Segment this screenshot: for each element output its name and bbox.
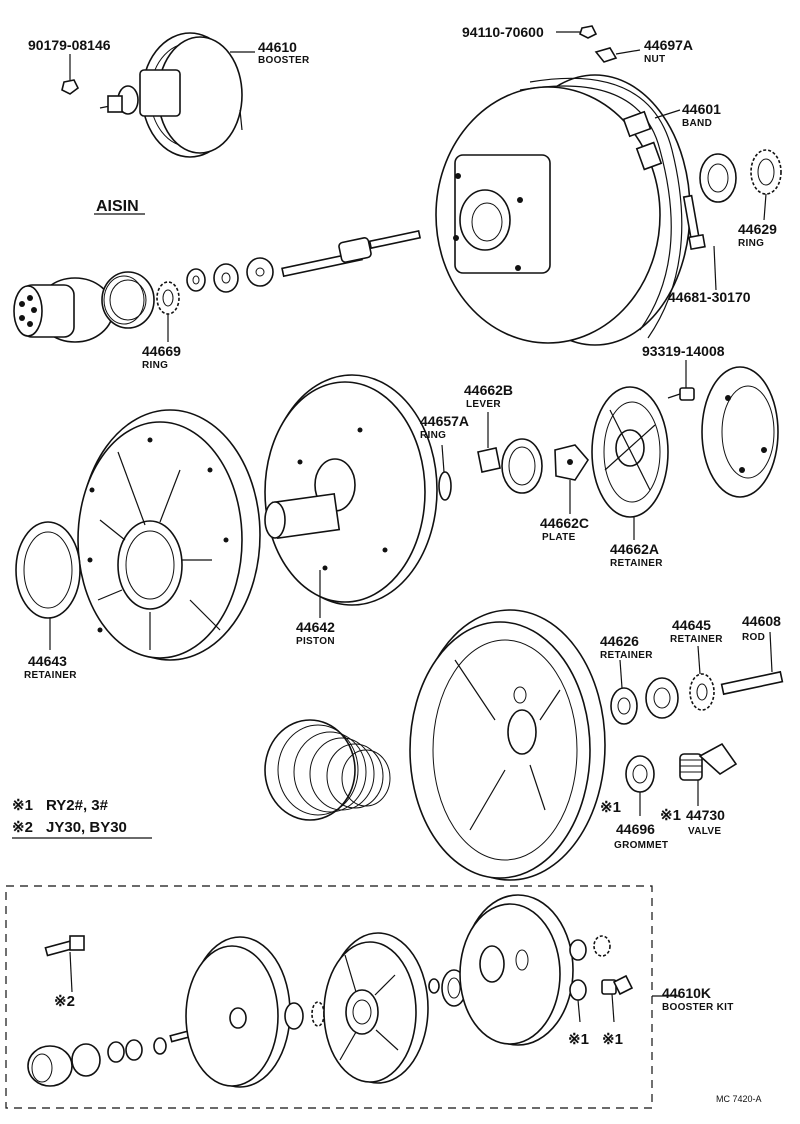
part-number-44696: 44696 xyxy=(616,821,655,837)
spring-illustration xyxy=(264,719,391,821)
kit-diaphragm-illustration xyxy=(323,932,429,1084)
valve-mark: ※1 xyxy=(660,807,681,824)
grommet-mark: ※1 xyxy=(600,799,621,816)
part-number-44697A: 44697A xyxy=(644,37,693,53)
part-name-nut: NUT xyxy=(644,54,665,65)
part-name-ring-44657A: RING xyxy=(420,430,446,441)
part-number-44669: 44669 xyxy=(142,343,181,359)
part-number-44645: 44645 xyxy=(672,617,711,633)
part-number-44610K: 44610K xyxy=(662,985,711,1001)
kit-mark-1b: ※1 xyxy=(602,1031,623,1048)
part-number-90179: 90179-08146 xyxy=(28,37,111,53)
part-name-rod: ROD xyxy=(742,632,765,643)
diagram-code: MC 7420-A xyxy=(716,1094,762,1104)
part-name-grommet: GROMMET xyxy=(614,840,668,851)
part-name-retainer-44645: RETAINER xyxy=(670,634,723,645)
retainer-44643-illustration xyxy=(15,521,81,650)
grommet-44696-illustration xyxy=(625,755,655,816)
part-number-44626: 44626 xyxy=(600,633,639,649)
part-number-44608: 44608 xyxy=(742,613,781,629)
part-number-44629: 44629 xyxy=(738,221,777,237)
nut-44697A-illustration xyxy=(594,47,641,63)
rod-44608-illustration xyxy=(720,631,784,696)
kit-mark-1a: ※1 xyxy=(568,1031,589,1048)
part-name-band: BAND xyxy=(682,118,712,129)
bolt-93319-illustration xyxy=(667,360,695,401)
note-2-text: JY30, BY30 xyxy=(46,819,127,836)
leader-44601 xyxy=(654,109,681,119)
part-number-44681: 44681-30170 xyxy=(668,289,751,305)
part-name-piston: PISTON xyxy=(296,636,335,647)
bolt-44681-illustration xyxy=(682,194,717,291)
rear-shell-illustration xyxy=(409,609,606,881)
kit-seals-illustration xyxy=(569,935,634,1023)
kit-mark-2: ※2 xyxy=(54,993,75,1010)
push-rod-illustration xyxy=(281,229,422,278)
brand-label: AISIN xyxy=(96,198,139,215)
seal-44626-illustration xyxy=(645,677,679,719)
retainer-44645-illustration xyxy=(689,645,715,711)
ring-44629-illustration xyxy=(699,149,782,221)
part-name-lever: LEVER xyxy=(466,399,501,410)
valve-body-illustration xyxy=(13,277,114,343)
part-name-retainer-44643: RETAINER xyxy=(24,670,77,681)
kit-diaphragm-plate-illustration xyxy=(185,936,325,1088)
part-name-retainer-44662A: RETAINER xyxy=(610,558,663,569)
part-number-44610: 44610 xyxy=(258,39,297,55)
part-name-valve: VALVE xyxy=(688,826,721,837)
lever-44662B-illustration xyxy=(477,412,501,473)
seal-ring-illustration xyxy=(501,438,543,494)
ring-44657A-illustration xyxy=(438,444,452,501)
part-name-plate: PLATE xyxy=(542,532,576,543)
note-2-mark: ※2 xyxy=(12,819,33,836)
kit-check-valve-illustration xyxy=(44,935,85,993)
part-name-retainer-44626: RETAINER xyxy=(600,650,653,661)
nut-90179-illustration xyxy=(61,54,80,95)
note-1-mark: ※1 xyxy=(12,797,33,814)
part-name-booster: BOOSTER xyxy=(258,55,310,66)
booster-shell-illustration xyxy=(435,74,691,346)
booster-kit-frame xyxy=(5,885,653,1109)
piston-illustration xyxy=(264,374,438,618)
booster-small-illustration xyxy=(99,32,243,158)
part-number-93319: 93319-14008 xyxy=(642,343,725,359)
part-number-44662C: 44662C xyxy=(540,515,589,531)
part-number-44642: 44642 xyxy=(296,619,335,635)
nut-94110-illustration xyxy=(556,25,598,39)
part-number-44657A: 44657A xyxy=(420,413,469,429)
washers-illustration xyxy=(186,257,274,293)
part-number-44601: 44601 xyxy=(682,101,721,117)
part-name-ring-44669: RING xyxy=(142,360,168,371)
retainer-44626-illustration xyxy=(610,659,638,725)
note-1-text: RY2#, 3# xyxy=(46,797,109,814)
diaphragm-illustration xyxy=(77,409,261,661)
part-number-44662B: 44662B xyxy=(464,382,513,398)
ring-44669-illustration xyxy=(156,281,180,342)
part-name-ring-44629: RING xyxy=(738,238,764,249)
part-number-44643: 44643 xyxy=(28,653,67,669)
cover-plate-illustration xyxy=(701,366,779,498)
retainer-44662A-illustration xyxy=(591,386,669,540)
part-number-44730: 44730 xyxy=(686,807,725,823)
part-name-booster-kit: BOOSTER KIT xyxy=(662,1002,734,1013)
plate-44662C-illustration xyxy=(554,444,589,514)
part-number-94110: 94110-70600 xyxy=(462,24,544,40)
kit-rear-shell-illustration xyxy=(459,894,574,1046)
part-number-44662A: 44662A xyxy=(610,541,659,557)
seal-illustration xyxy=(101,271,155,329)
valve-44730-illustration xyxy=(679,742,738,806)
